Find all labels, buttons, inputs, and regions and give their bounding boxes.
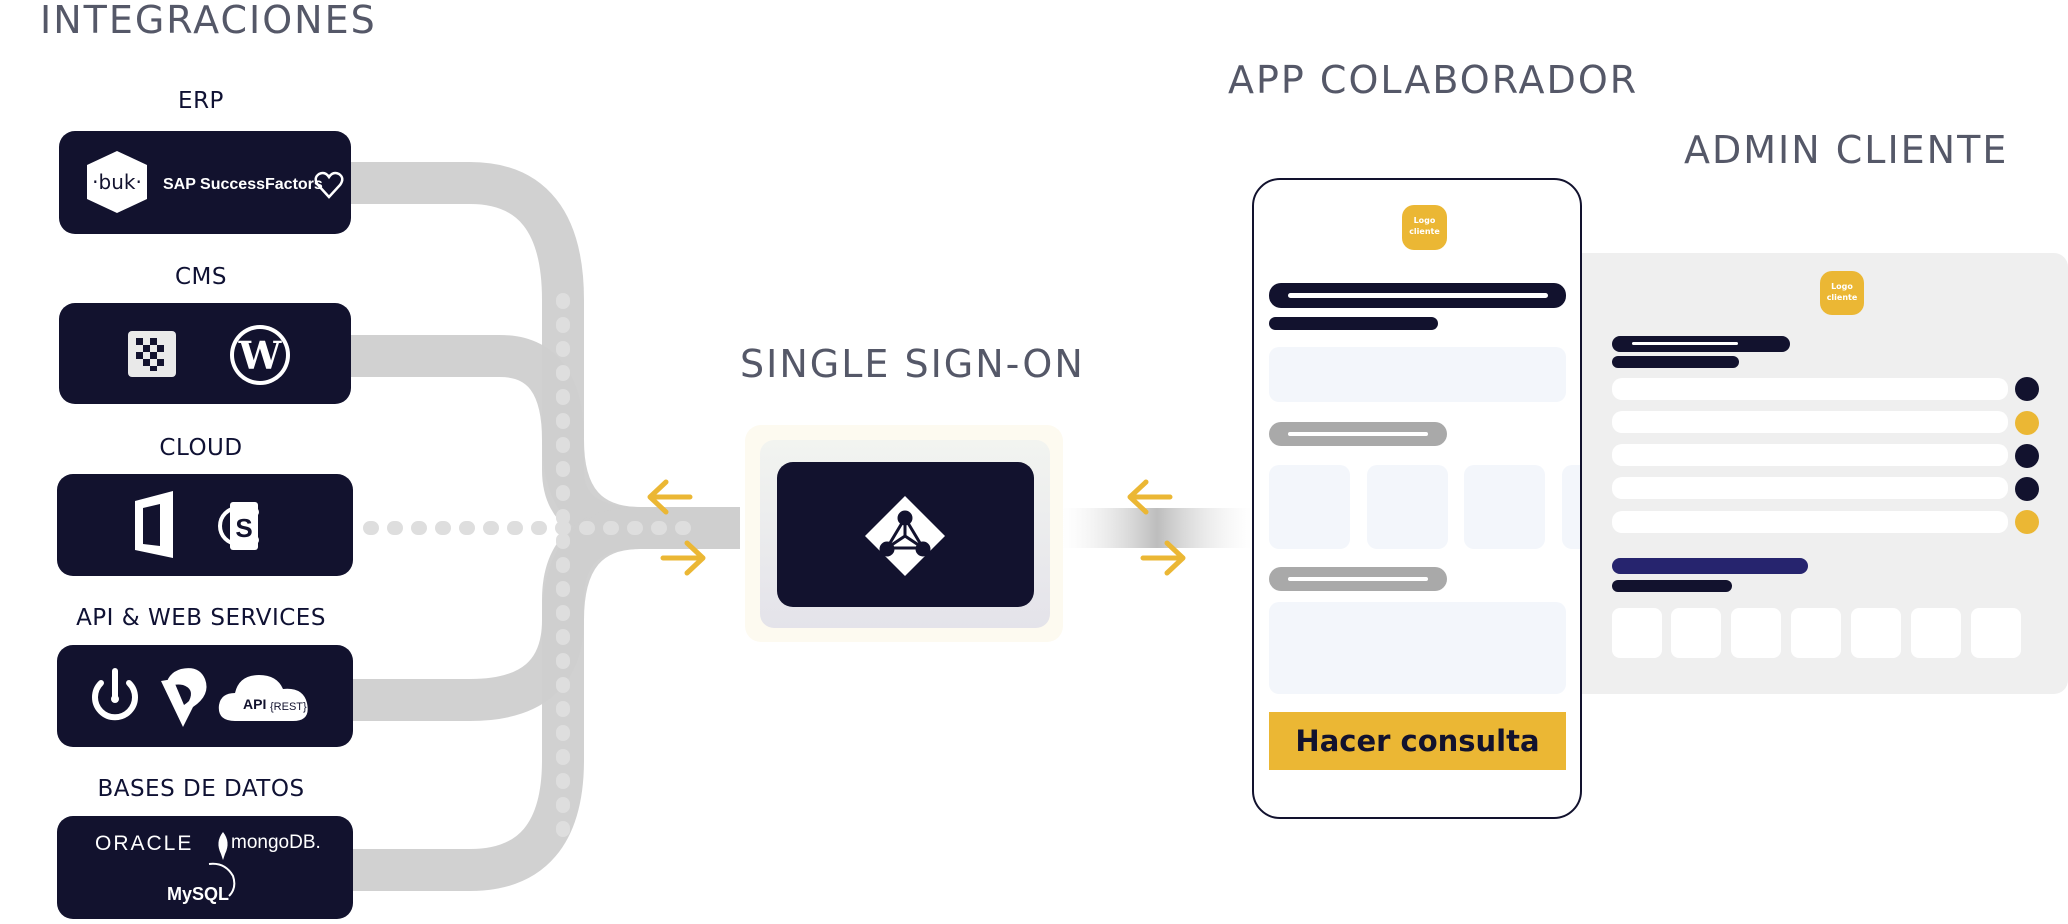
mysql-dolphin-icon: [208, 862, 236, 897]
admin-tile[interactable]: [1971, 608, 2021, 658]
api-card: API {REST}: [57, 645, 353, 747]
admin-subheader-bar: [1612, 356, 1739, 368]
admin-row-3-status-dot: [2015, 444, 2039, 468]
admin-tile[interactable]: [1671, 608, 1721, 658]
svg-text:·buk·: ·buk·: [92, 170, 142, 194]
phone-subheader-bar: [1269, 317, 1438, 330]
admin-row-5-status-dot: [2015, 510, 2039, 534]
sharepoint-icon: S: [218, 502, 259, 550]
api-cloud-icon: API {REST}: [218, 675, 308, 721]
wire-cms: [350, 335, 740, 549]
admin-row-1-status-dot: [2015, 377, 2039, 401]
azure-ad-icon: [865, 496, 945, 576]
admin-row-3[interactable]: [1612, 444, 2008, 466]
admin-logo-badge: Logo cliente: [1820, 271, 1864, 315]
cms-card: W: [59, 303, 351, 404]
office-icon: [135, 491, 173, 558]
route-v-icon: [161, 668, 207, 727]
phone-logo-badge: Logo cliente: [1402, 205, 1447, 250]
buk-logo-icon: ·buk·: [87, 151, 147, 213]
admin-header-line: [1632, 342, 1738, 345]
phone-option-tile[interactable]: [1464, 465, 1545, 549]
app-colaborador-title: APP COLABORADOR: [1228, 58, 1639, 102]
heart-icon: [314, 171, 344, 199]
mongodb-logo: mongoDB.: [231, 832, 321, 853]
admin-cliente-title: ADMIN CLIENTE: [1684, 128, 2009, 172]
sso-card: [777, 462, 1034, 607]
admin-tile[interactable]: [1851, 608, 1901, 658]
category-cloud-label: CLOUD: [159, 435, 243, 461]
phone-mockup: Logo cliente Hacer consulta: [1252, 178, 1582, 819]
category-db-label: BASES DE DATOS: [97, 776, 305, 802]
grid-cms-icon: [128, 331, 176, 377]
wire-sso-app: [1062, 508, 1252, 548]
admin-row-2[interactable]: [1612, 411, 2008, 433]
phone-input-field[interactable]: [1269, 347, 1566, 402]
category-erp-label: ERP: [178, 88, 224, 114]
admin-tile[interactable]: [1911, 608, 1961, 658]
admin-tile[interactable]: [1791, 608, 1841, 658]
sap-logo: SAP SuccessFactors: [163, 176, 323, 193]
admin-row-4-status-dot: [2015, 477, 2039, 501]
sso-title: SINGLE SIGN-ON: [740, 342, 1085, 386]
admin-section-bar: [1612, 558, 1808, 574]
arrow-left-icon: [1127, 479, 1173, 515]
category-api-label: API & WEB SERVICES: [76, 605, 326, 631]
phone-option-tile[interactable]: [1562, 465, 1580, 549]
svg-text:W: W: [238, 333, 283, 378]
admin-tile[interactable]: [1612, 608, 1662, 658]
phone-option-tile[interactable]: [1367, 465, 1448, 549]
oracle-logo: ORACLE: [95, 832, 193, 855]
hacer-consulta-button[interactable]: Hacer consulta: [1269, 712, 1566, 770]
admin-row-4[interactable]: [1612, 477, 2008, 499]
mongodb-leaf-icon: [218, 832, 228, 860]
admin-row-2-status-dot: [2015, 411, 2039, 435]
arrow-right-icon: [660, 540, 706, 576]
svg-text:S: S: [235, 513, 252, 543]
svg-text:API: API: [243, 696, 266, 712]
category-cms-label: CMS: [174, 264, 227, 290]
power-icon: [92, 668, 138, 721]
phone-option-tile[interactable]: [1269, 465, 1350, 549]
phone-section-label-2-line: [1288, 577, 1428, 581]
phone-section-label-1-line: [1288, 432, 1428, 436]
svg-text:{REST}: {REST}: [270, 701, 307, 713]
wordpress-icon: W: [230, 325, 290, 385]
erp-card: ·buk· SAP SuccessFactors: [59, 131, 351, 234]
phone-textarea[interactable]: [1269, 602, 1566, 694]
admin-tile[interactable]: [1731, 608, 1781, 658]
integraciones-title: INTEGRACIONES: [40, 0, 377, 42]
admin-section-sub-bar: [1612, 580, 1732, 592]
admin-row-5[interactable]: [1612, 511, 2008, 533]
mysql-logo: MySQL: [167, 884, 229, 904]
phone-header-line: [1288, 293, 1548, 298]
arrow-left-icon: [647, 479, 693, 515]
db-card: ORACLE mongoDB. MySQL: [57, 816, 353, 919]
arrow-right-icon: [1140, 540, 1186, 576]
admin-row-1[interactable]: [1612, 378, 2008, 400]
cloud-card: S: [57, 474, 353, 576]
admin-panel: Logo cliente: [1560, 253, 2068, 694]
